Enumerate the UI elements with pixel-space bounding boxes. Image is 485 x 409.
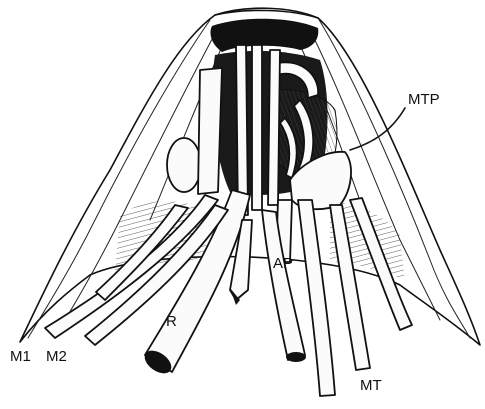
tentacle-mt-1	[298, 200, 335, 396]
label-mt: MT	[360, 378, 382, 393]
label-ap: AP	[273, 256, 293, 271]
central-tube-2	[252, 45, 262, 210]
label-r: R	[166, 314, 177, 329]
tentacle-center-tip	[286, 352, 306, 362]
central-tube-1	[236, 45, 248, 215]
mtp-pointer	[350, 108, 405, 150]
oval-body	[167, 138, 201, 192]
central-tube-3	[268, 50, 280, 205]
top-cavity	[210, 19, 318, 52]
left-column	[198, 68, 222, 194]
label-m2: M2	[46, 349, 67, 364]
label-mtp: MTP	[408, 92, 440, 107]
label-m1: M1	[10, 349, 31, 364]
top-rim	[215, 10, 318, 18]
